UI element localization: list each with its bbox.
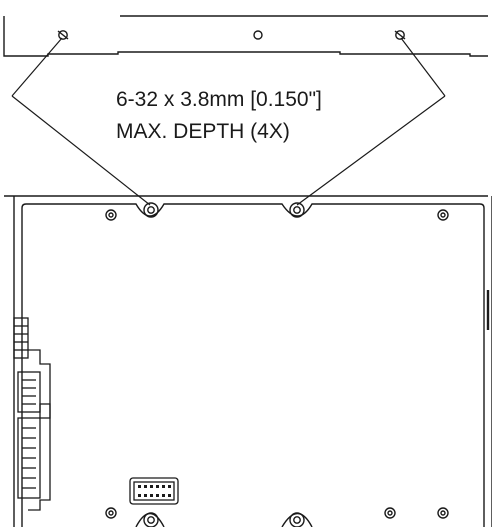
- bottom-screw-hole-lower-left: [143, 512, 159, 527]
- thread-spec-label: 6-32 x 3.8mm [0.150"]: [116, 88, 322, 111]
- bottom-view: [4, 195, 492, 527]
- leader-line: [11, 37, 63, 97]
- jumper-pins: [138, 485, 171, 497]
- leader-line: [400, 37, 446, 97]
- standoff-bottom-right: [437, 507, 449, 519]
- bottom-screw-hole-lower-right: [289, 512, 305, 527]
- standoff-top-left: [105, 209, 117, 221]
- bottom-screw-hole-left: [143, 202, 159, 218]
- jumper-header: [129, 477, 179, 505]
- side-view-outline: [3, 16, 488, 57]
- depth-spec-label: MAX. DEPTH (4X): [116, 120, 290, 143]
- side-view: [3, 15, 488, 57]
- leader-line: [11, 95, 151, 206]
- side-screw-hole-left: [57, 30, 69, 40]
- callout-leaders: [11, 37, 446, 206]
- bottom-screw-hole-right: [289, 202, 305, 218]
- sata-connector: [13, 317, 51, 511]
- bottom-view-inner-outline: [21, 203, 485, 527]
- standoff-top-right: [437, 209, 449, 221]
- leader-line: [296, 95, 446, 206]
- standoff-bottom-center: [384, 507, 396, 519]
- side-screw-hole-right: [394, 30, 406, 40]
- bottom-notches: [135, 512, 313, 527]
- standoff-bottom-left: [105, 507, 117, 519]
- side-view-center-hole: [253, 30, 263, 40]
